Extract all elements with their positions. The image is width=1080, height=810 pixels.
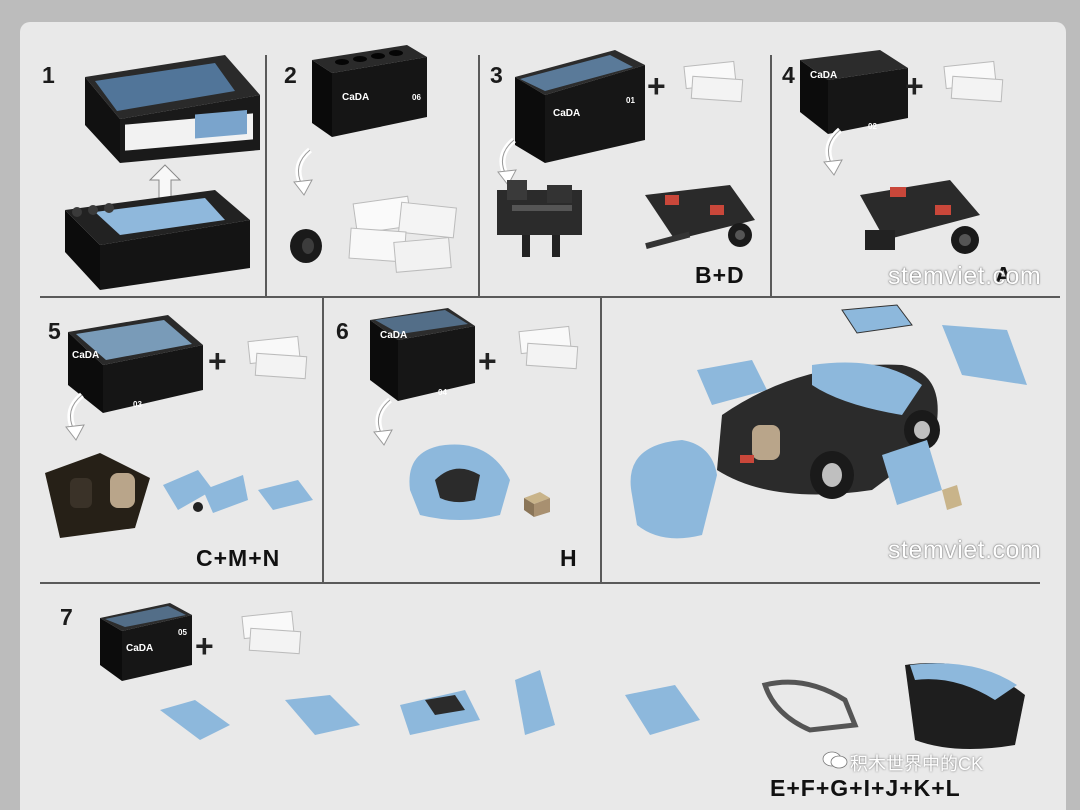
step-number-3: 3 <box>490 62 503 88</box>
step6-plus-sign: + <box>478 343 497 379</box>
step5-box-brand: CaDA <box>72 350 100 361</box>
step4-chassis-assembly-illustration <box>860 180 980 254</box>
divider-3-4 <box>770 55 772 297</box>
watermark-middle: stemviet.com <box>888 536 1042 564</box>
step5-box-number: 03 <box>133 400 142 409</box>
step4-box-illustration <box>800 50 908 134</box>
step7-parts-bags-illustration <box>241 610 302 655</box>
step7-box-brand: CaDA <box>126 643 154 654</box>
step2-box-number: 06 <box>412 93 421 102</box>
step3-box-brand: CaDA <box>553 108 581 119</box>
step3-box-illustration <box>515 50 645 163</box>
step4-box-number: 02 <box>868 122 877 131</box>
watermark-top: stemviet.com <box>888 262 1042 290</box>
step5-box-illustration <box>68 315 203 413</box>
down-arrow-icon <box>823 127 843 176</box>
down-arrow-icon <box>373 397 393 446</box>
divider-5-6 <box>322 298 324 582</box>
step1-box-lid-illustration <box>85 55 260 163</box>
step-number-5: 5 <box>48 318 61 344</box>
step6-box-number: 04 <box>438 388 447 397</box>
step4-bag-codes: A <box>995 262 1013 288</box>
down-arrow-icon <box>293 147 313 196</box>
step-number-4: 4 <box>782 62 795 88</box>
step2-box-illustration <box>312 45 427 137</box>
divider-2-3 <box>478 55 480 297</box>
divider-row2-bottom <box>40 582 1040 584</box>
down-arrow-icon <box>497 137 517 186</box>
step6-box-brand: CaDA <box>380 330 408 341</box>
step6-bag-codes: H <box>560 545 578 571</box>
step3-chassis-part-b-illustration <box>645 185 755 250</box>
divider-6-7 <box>600 298 602 582</box>
step5-cockpit-illustration <box>45 453 150 538</box>
step-number-2: 2 <box>284 62 297 88</box>
step1-open-box-tray-illustration <box>65 190 250 290</box>
step5-plus-sign: + <box>208 343 227 379</box>
step5-side-parts-illustration <box>163 470 313 513</box>
step4-plus-sign: + <box>905 68 924 104</box>
social-watermark: 积木世界中的CK <box>850 754 984 774</box>
step3-bag-codes: B+D <box>695 262 745 288</box>
step6-box-illustration <box>370 308 475 401</box>
step6-box-small-illustration <box>524 492 550 517</box>
step7-sub-assemblies-illustration <box>160 663 1025 749</box>
step3-parts-bags-illustration <box>683 60 744 103</box>
step3-box-number: 01 <box>626 96 635 105</box>
step7-plus-sign: + <box>195 628 214 664</box>
step7-box-illustration <box>100 603 192 681</box>
divider-1-2 <box>265 55 267 297</box>
step7-bag-codes: E+F+G+I+J+K+L <box>770 775 961 801</box>
step2-box-brand: CaDA <box>342 92 370 103</box>
divider-row1-bottom <box>40 296 1060 298</box>
step6-parts-bags-illustration <box>518 325 579 370</box>
step2-parts-bags-illustration <box>348 195 457 273</box>
step4-parts-bags-illustration <box>943 60 1004 103</box>
step6-front-body-illustration <box>409 444 510 520</box>
exploded-car-illustration <box>630 304 1027 539</box>
step5-bag-codes: C+M+N <box>196 545 281 571</box>
step5-parts-bags-illustration <box>247 335 308 380</box>
step4-box-brand: CaDA <box>810 70 838 81</box>
down-arrow-icon <box>65 392 85 441</box>
step3-plus-sign: + <box>647 68 666 104</box>
wechat-icon <box>822 751 848 769</box>
step3-chassis-part-a-illustration <box>497 180 582 257</box>
step-number-7: 7 <box>60 604 73 630</box>
step7-box-number: 05 <box>178 628 187 637</box>
step2-tire-illustration <box>290 229 322 263</box>
step-number-6: 6 <box>336 318 349 344</box>
step-number-1: 1 <box>42 62 55 88</box>
